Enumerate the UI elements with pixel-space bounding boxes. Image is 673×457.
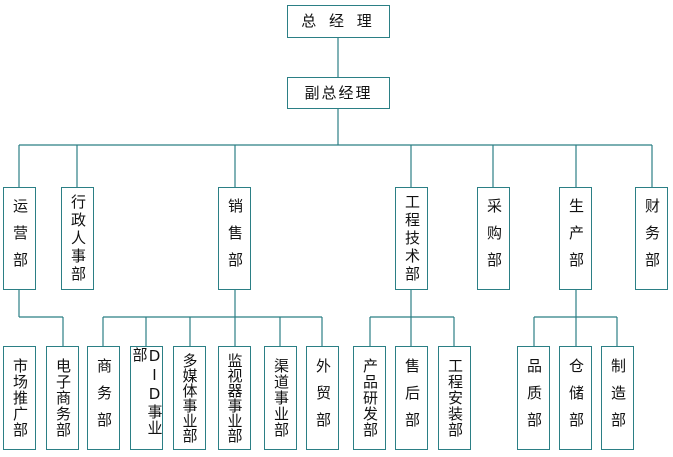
node-sub-channel: 渠道事业部 — [264, 346, 297, 450]
node-dept-finance: 财务部 — [635, 187, 668, 290]
node-dept-admin-hr: 行政人事部 — [61, 187, 94, 290]
node-general-manager: 总 经 理 — [287, 5, 390, 38]
node-dept-engineering: 工程技术部 — [395, 187, 428, 290]
node-sub-installation: 工程安装部 — [438, 346, 471, 450]
node-sub-foreign-trade: 外贸部 — [306, 346, 339, 450]
node-sub-after-sales: 售后部 — [395, 346, 428, 450]
node-sub-rnd: 产品研发部 — [353, 346, 386, 450]
node-deputy-general-manager: 副总经理 — [287, 77, 390, 109]
node-sub-monitor: 监视器事业部 — [218, 346, 251, 450]
node-sub-quality: 品质部 — [517, 346, 550, 450]
node-dept-operations: 运营部 — [3, 187, 36, 290]
node-sub-multimedia: 多媒体事业部 — [173, 346, 206, 450]
node-sub-warehouse: 仓储部 — [559, 346, 592, 450]
node-dept-purchasing: 采购部 — [477, 187, 510, 290]
node-sub-did: DID事业部 — [130, 346, 164, 450]
node-sub-ecommerce: 电子商务部 — [46, 346, 79, 450]
node-dept-production: 生产部 — [559, 187, 592, 290]
node-sub-manufacturing: 制造部 — [601, 346, 634, 450]
node-sub-business: 商务部 — [87, 346, 120, 450]
node-dept-sales: 销售部 — [218, 187, 251, 290]
node-sub-marketing: 市场推广部 — [3, 346, 36, 450]
